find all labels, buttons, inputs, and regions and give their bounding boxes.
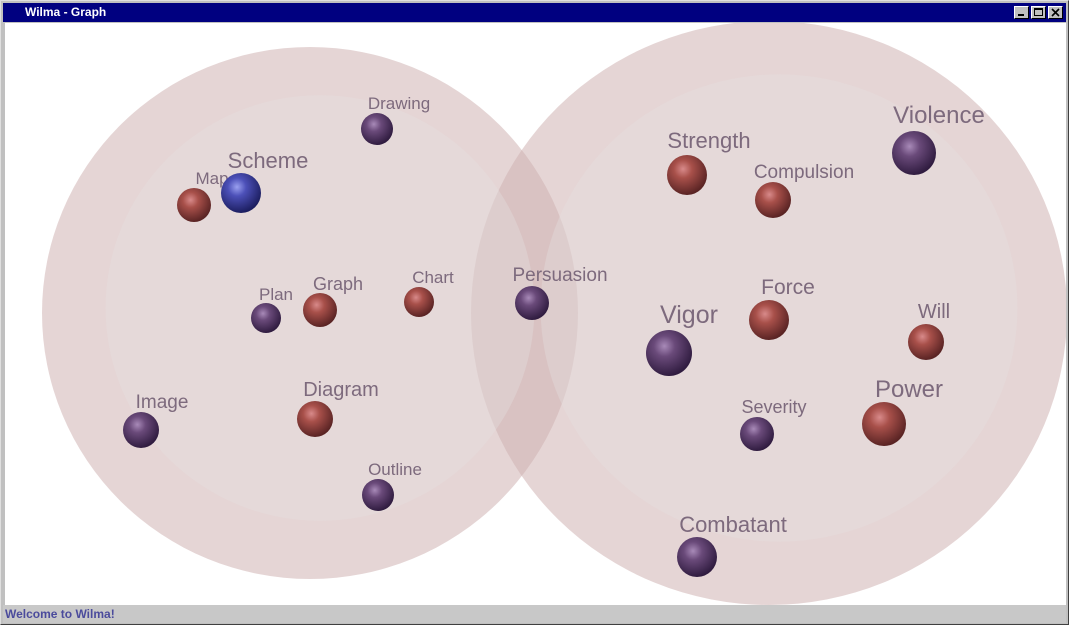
minimize-button[interactable] [1014,6,1029,19]
node-plan-ball[interactable] [251,303,281,333]
node-image-ball[interactable] [123,412,159,448]
status-bar: Welcome to Wilma! [3,605,1066,623]
node-severity-label[interactable]: Severity [741,397,806,417]
node-will[interactable]: Will [908,301,950,360]
node-compulsion-ball[interactable] [755,182,791,218]
node-outline[interactable]: Outline [362,460,422,511]
node-strength-label[interactable]: Strength [667,128,750,153]
node-severity[interactable]: Severity [740,397,807,451]
node-persuasion[interactable]: Persuasion [512,265,608,320]
close-icon [1051,8,1060,17]
node-force[interactable]: Force [749,276,815,340]
node-diagram-label[interactable]: Diagram [303,379,379,401]
node-plan-label[interactable]: Plan [259,285,293,304]
node-diagram-ball[interactable] [297,401,333,437]
node-vigor-ball[interactable] [646,330,692,376]
minimize-icon [1018,14,1024,16]
node-combatant-label[interactable]: Combatant [679,512,787,537]
node-strength-ball[interactable] [667,155,707,195]
node-vigor[interactable]: Vigor [646,301,718,376]
node-force-ball[interactable] [749,300,789,340]
node-will-ball[interactable] [908,324,944,360]
node-plan[interactable]: Plan [251,285,293,333]
node-diagram[interactable]: Diagram [297,379,379,437]
node-graph[interactable]: Graph [303,274,363,327]
node-persuasion-ball[interactable] [515,286,549,320]
node-graph-label[interactable]: Graph [313,274,363,294]
node-map-label[interactable]: Map [195,169,228,188]
maximize-button[interactable] [1031,6,1046,19]
node-will-label[interactable]: Will [918,301,950,323]
node-image-label[interactable]: Image [136,392,189,413]
node-vigor-label[interactable]: Vigor [660,301,718,329]
node-chart-ball[interactable] [404,287,434,317]
node-violence-label[interactable]: Violence [893,102,985,129]
node-violence[interactable]: Violence [892,102,985,175]
node-drawing-ball[interactable] [361,113,393,145]
node-drawing-label[interactable]: Drawing [368,94,430,113]
node-map[interactable]: Map [177,169,229,222]
node-scheme-label[interactable]: Scheme [228,148,309,173]
node-combatant[interactable]: Combatant [677,512,787,577]
node-scheme[interactable]: Scheme [221,148,308,213]
node-compulsion[interactable]: Compulsion [754,162,854,218]
title-bar[interactable]: Wilma - Graph [3,3,1066,22]
window-title: Wilma - Graph [25,5,107,19]
node-scheme-ball[interactable] [221,173,261,213]
node-chart-label[interactable]: Chart [412,268,454,287]
node-drawing[interactable]: Drawing [361,94,430,145]
node-graph-ball[interactable] [303,293,337,327]
node-chart[interactable]: Chart [404,268,454,317]
node-persuasion-label[interactable]: Persuasion [512,265,607,286]
node-outline-ball[interactable] [362,479,394,511]
node-map-ball[interactable] [177,188,211,222]
node-severity-ball[interactable] [740,417,774,451]
close-button[interactable] [1048,6,1063,19]
window-controls [1014,6,1063,20]
node-power-ball[interactable] [862,402,906,446]
node-power-label[interactable]: Power [875,376,943,403]
maximize-icon [1034,8,1043,16]
node-outline-label[interactable]: Outline [368,460,422,479]
status-text: Welcome to Wilma! [5,607,115,621]
node-violence-ball[interactable] [892,131,936,175]
node-power[interactable]: Power [862,376,943,446]
node-combatant-ball[interactable] [677,537,717,577]
node-force-label[interactable]: Force [761,276,815,299]
node-strength[interactable]: Strength [667,128,751,195]
node-image[interactable]: Image [123,392,188,448]
node-compulsion-label[interactable]: Compulsion [754,162,854,183]
